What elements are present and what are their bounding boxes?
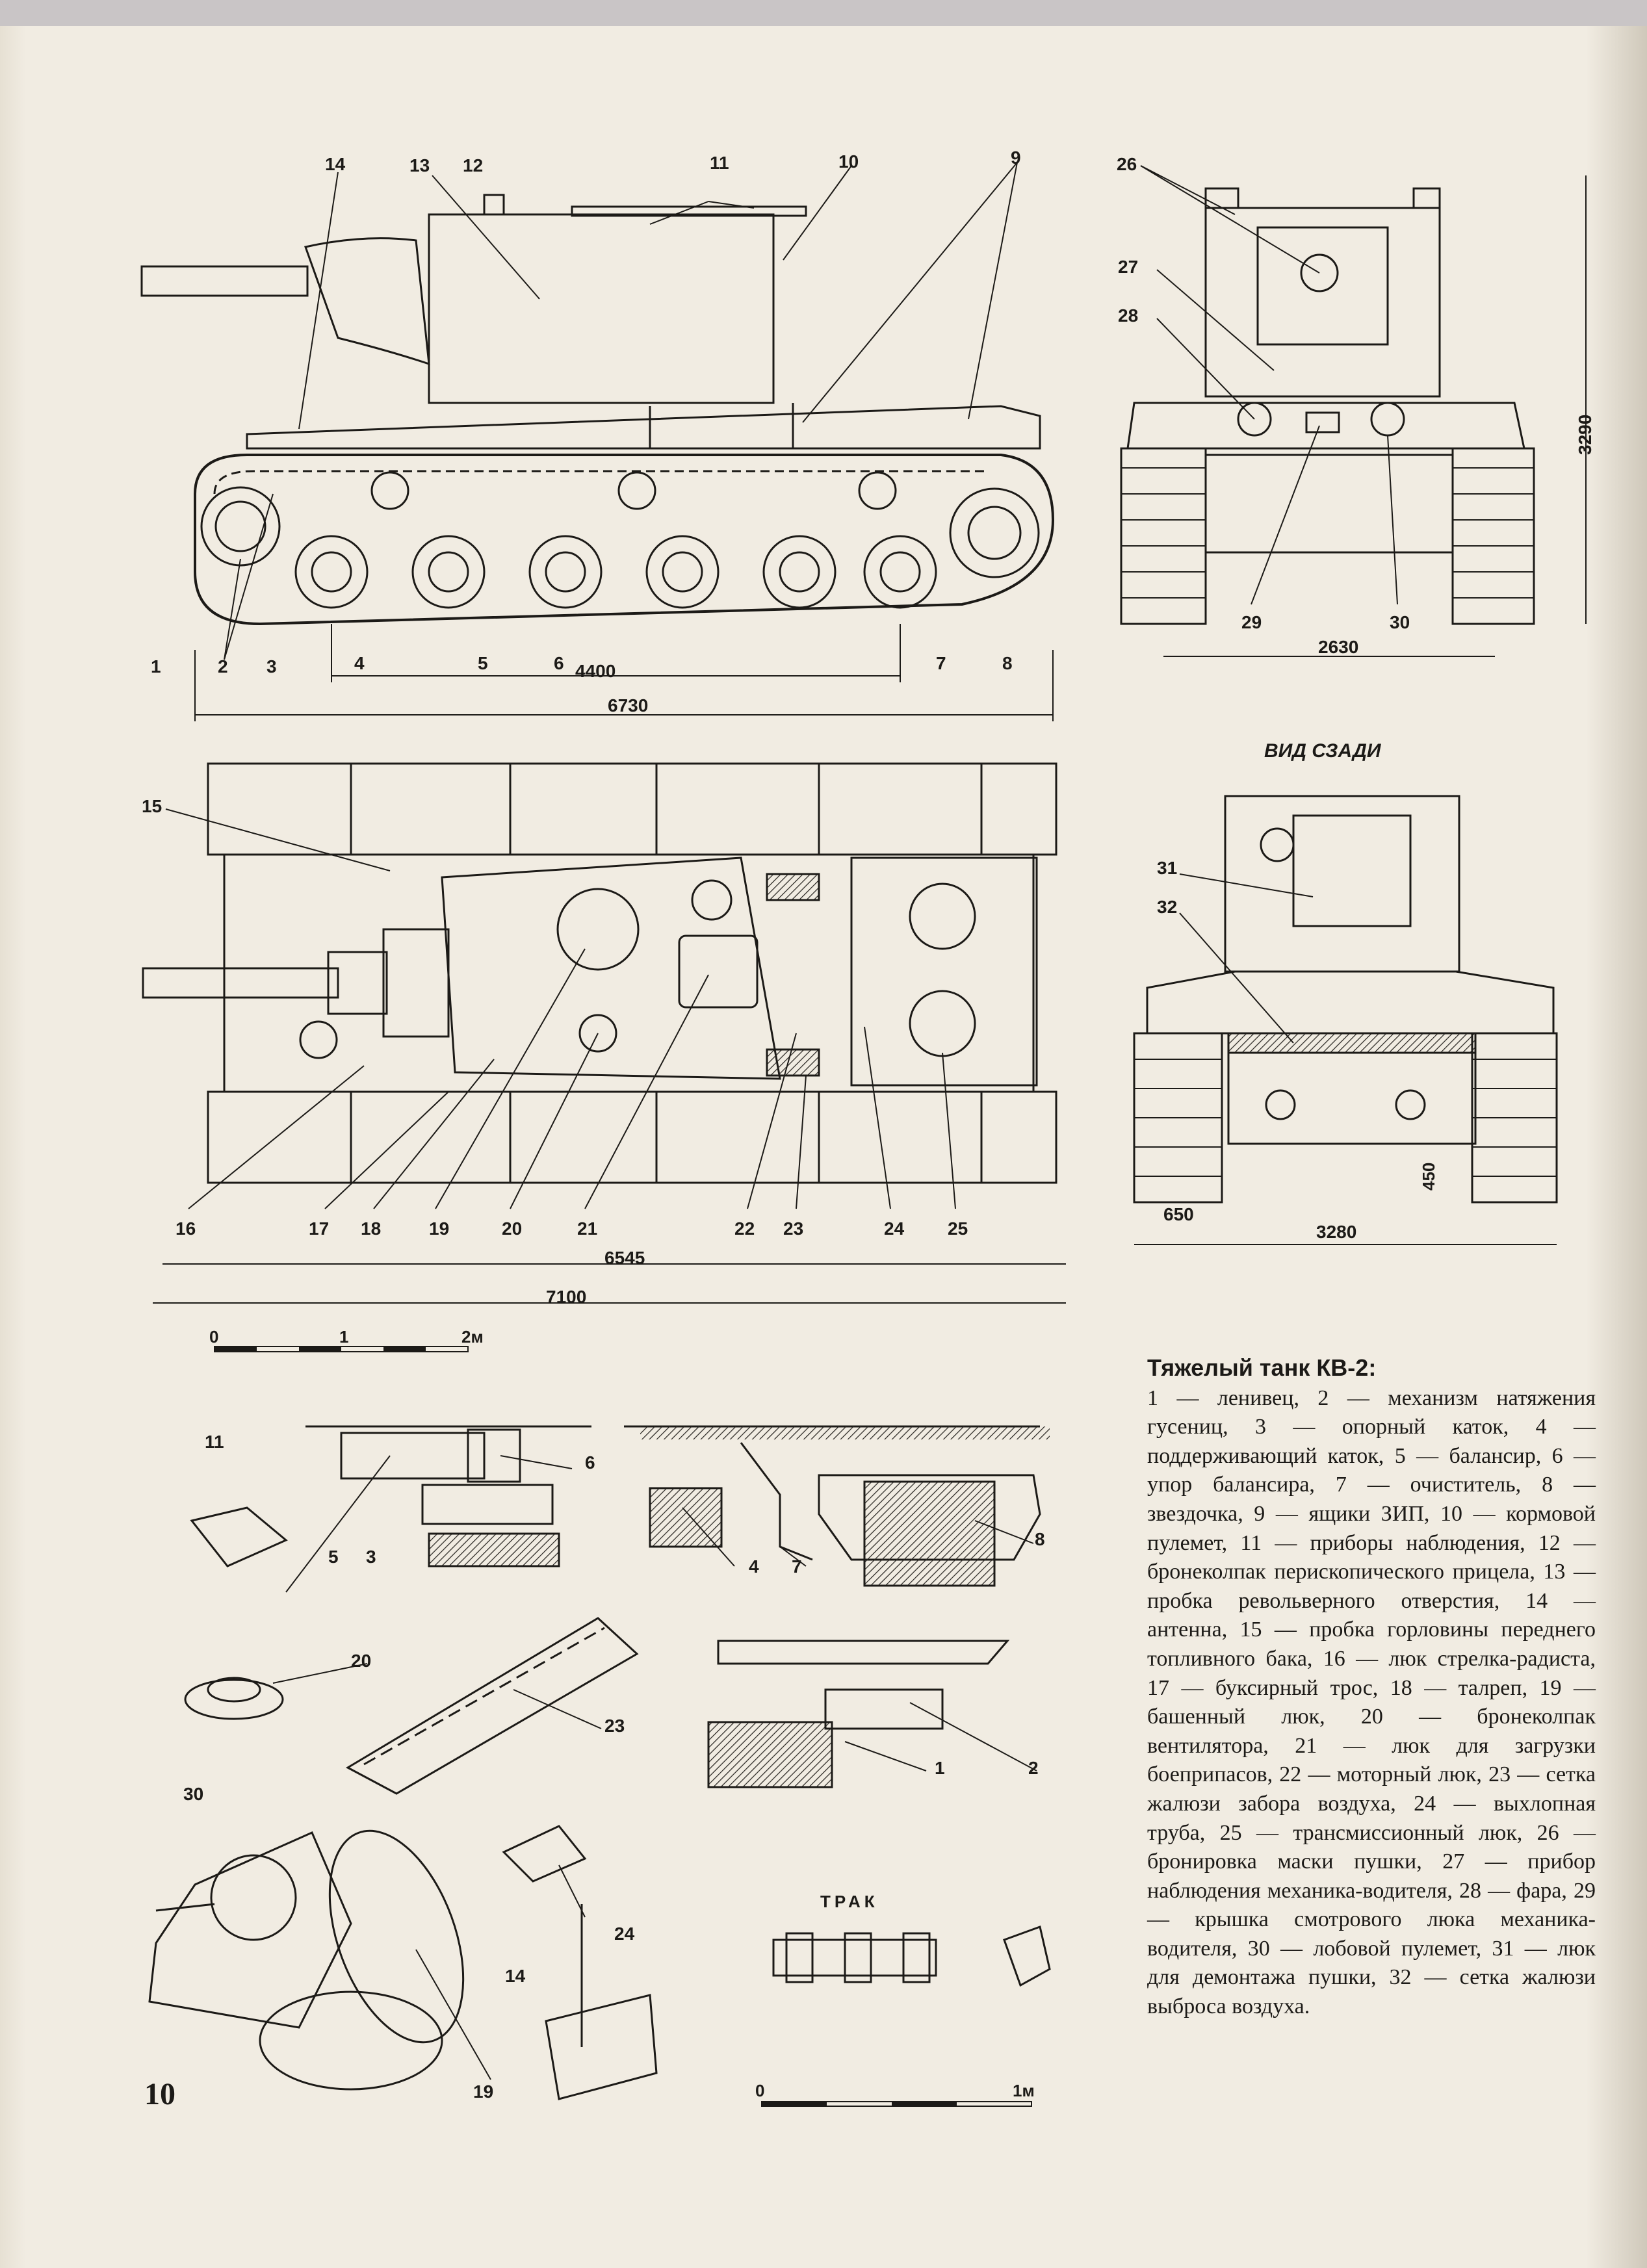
callout-7: 7 xyxy=(936,653,946,673)
page-number: 10 xyxy=(144,2077,175,2111)
callout-15: 15 xyxy=(142,796,162,816)
dim-clearance: 450 xyxy=(1419,1163,1438,1191)
dim-track: 2630 xyxy=(1318,637,1358,657)
callout-10: 10 xyxy=(838,151,859,172)
rear-view-title: ВИД СЗАДИ xyxy=(1264,740,1382,762)
detail-callout-14: 14 xyxy=(505,1966,526,1986)
scale-bar-top: 0 1 2м xyxy=(209,1327,484,1352)
scan-top-edge xyxy=(0,0,1647,26)
callout-6: 6 xyxy=(554,653,564,673)
detail-callout-7: 7 xyxy=(792,1556,802,1577)
dim-width: 3280 xyxy=(1316,1222,1356,1242)
callout-19: 19 xyxy=(429,1218,449,1239)
callout-8: 8 xyxy=(1002,653,1013,673)
detail-drawings xyxy=(148,1425,1051,2100)
scale-top-1: 1 xyxy=(339,1327,348,1347)
callout-17: 17 xyxy=(309,1218,329,1239)
callout-9: 9 xyxy=(1011,148,1021,168)
detail-labels: 11 5 3 6 4 7 8 20 23 1 2 30 24 14 19 ТРА… xyxy=(183,1432,1045,2102)
scale-top-0: 0 xyxy=(209,1327,218,1347)
detail-callout-4: 4 xyxy=(749,1556,759,1577)
callout-5: 5 xyxy=(478,653,488,673)
scale-top-2: 2м xyxy=(461,1327,484,1347)
callout-11: 11 xyxy=(710,153,729,173)
callout-31: 31 xyxy=(1157,858,1177,878)
callout-21: 21 xyxy=(577,1218,597,1239)
top-view-labels: 15 16 17 18 19 20 21 22 23 24 25 6545 71… xyxy=(142,796,968,1307)
dim-total: 7100 xyxy=(546,1287,586,1307)
callout-2: 2 xyxy=(218,656,228,677)
road-wheels xyxy=(294,535,937,609)
dim-wheelbase: 4400 xyxy=(575,661,616,681)
detail-callout-11: 11 xyxy=(205,1432,224,1452)
detail-callout-3: 3 xyxy=(366,1547,376,1567)
callout-16: 16 xyxy=(175,1218,196,1239)
figure-caption: Тяжелый танк КВ-2: 1 — ленивец, 2 — меха… xyxy=(1147,1354,1596,2022)
callout-26: 26 xyxy=(1117,154,1137,174)
scale-bottom-0: 0 xyxy=(755,2081,764,2100)
callout-14: 14 xyxy=(325,154,346,174)
callout-22: 22 xyxy=(734,1218,755,1239)
track-link-title: ТРАК xyxy=(820,1892,879,1911)
callout-25: 25 xyxy=(948,1218,968,1239)
callout-12: 12 xyxy=(463,155,483,175)
callout-1: 1 xyxy=(151,656,161,677)
rear-view xyxy=(1133,795,1558,1245)
callout-32: 32 xyxy=(1157,897,1177,917)
side-view xyxy=(140,194,1055,721)
callout-30: 30 xyxy=(1390,612,1410,632)
detail-callout-30: 30 xyxy=(183,1784,203,1804)
detail-callout-24: 24 xyxy=(614,1924,635,1944)
callout-28: 28 xyxy=(1118,305,1138,326)
rear-view-labels: ВИД СЗАДИ 31 32 450 650 3280 xyxy=(1157,740,1438,1242)
detail-callout-1: 1 xyxy=(935,1758,945,1778)
front-view-labels: 26 27 28 29 30 2630 3290 xyxy=(1117,154,1595,657)
detail-callout-20: 20 xyxy=(351,1651,371,1671)
detail-callout-23: 23 xyxy=(604,1716,625,1736)
dim-length: 6730 xyxy=(608,695,648,715)
scale-bar-bottom: 0 1м xyxy=(755,2081,1035,2107)
dim-hull: 6545 xyxy=(604,1248,645,1268)
front-view xyxy=(1120,175,1587,657)
dim-height: 3290 xyxy=(1575,415,1595,455)
callout-4: 4 xyxy=(354,653,365,673)
caption-text: 1 — ленивец, 2 — механизм натяжения гусе… xyxy=(1147,1385,1596,2019)
callout-27: 27 xyxy=(1118,257,1138,277)
side-view-labels: 14 13 12 11 10 9 1 2 3 4 5 6 7 8 4400 67… xyxy=(151,148,1021,715)
detail-callout-2: 2 xyxy=(1028,1758,1039,1778)
callout-13: 13 xyxy=(409,155,430,175)
callout-23: 23 xyxy=(783,1218,803,1239)
detail-callout-5: 5 xyxy=(328,1547,339,1567)
callout-24: 24 xyxy=(884,1218,905,1239)
callout-20: 20 xyxy=(502,1218,522,1239)
scale-bottom-1: 1м xyxy=(1013,2081,1035,2100)
detail-callout-8: 8 xyxy=(1035,1529,1045,1549)
top-view xyxy=(142,762,1066,1304)
detail-callout-19: 19 xyxy=(473,2081,493,2102)
dim-track-width: 650 xyxy=(1163,1204,1194,1224)
detail-callout-6: 6 xyxy=(585,1452,595,1473)
callout-29: 29 xyxy=(1241,612,1262,632)
callout-3: 3 xyxy=(266,656,277,677)
callout-18: 18 xyxy=(361,1218,381,1239)
caption-title: Тяжелый танк КВ-2: xyxy=(1147,1354,1377,1381)
